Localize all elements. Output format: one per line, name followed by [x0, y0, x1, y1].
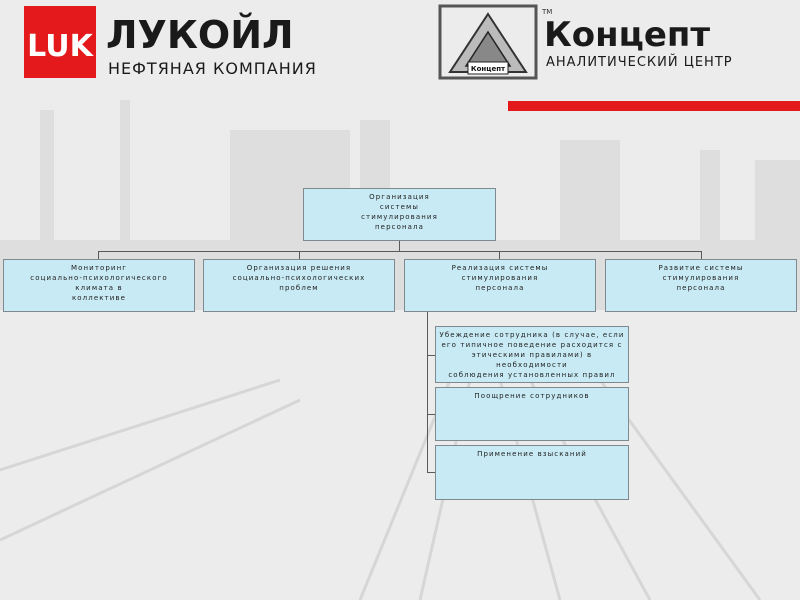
root-line: системы [304, 202, 495, 212]
connector-box3 [499, 251, 500, 259]
lukoil-subtitle: НЕФТЯНАЯ КОМПАНИЯ [108, 59, 317, 78]
level2-line: его типичное поведение расходится с [436, 340, 628, 350]
level1-line: Мониторинг [4, 263, 194, 273]
level1-box-development: Развитие системы стимулирования персонал… [605, 259, 797, 312]
lukoil-emblem-letters: LUK [27, 29, 94, 64]
connector-sub2 [427, 414, 435, 415]
level1-box-problem-solving: Организация решения социально-психологич… [203, 259, 395, 312]
level2-line: этическими правилами) в необходимости [436, 350, 628, 370]
level2-line: соблюдения установленных правил [436, 370, 628, 380]
koncept-emblem-text: Концепт [471, 65, 506, 73]
level1-box-monitoring: Мониторинг социально-психологического кл… [3, 259, 195, 312]
root-line: стимулирования [304, 212, 495, 222]
level2-box-penalties: Применение взысканий [435, 445, 629, 500]
koncept-logo: Концепт TM Концепт АНАЛИТИЧЕСКИЙ ЦЕНТР [438, 4, 783, 84]
level1-line: персонала [405, 283, 595, 293]
connector-vertical-sub [427, 312, 428, 472]
lukoil-logo: LUK ЛУКОЙЛ НЕФТЯНАЯ КОМПАНИЯ [24, 6, 354, 82]
lukoil-name: ЛУКОЙЛ [106, 13, 294, 57]
level1-line: проблем [204, 283, 394, 293]
connector-horizontal [98, 251, 701, 252]
lukoil-emblem-icon: LUK ЛУКОЙЛ НЕФТЯНАЯ КОМПАНИЯ [24, 6, 354, 78]
level1-line: социально-психологического [4, 273, 194, 283]
connector-root-down [399, 241, 400, 251]
level1-box-implementation: Реализация системы стимулирования персон… [404, 259, 596, 312]
level2-line: Убеждение сотрудника (в случае, если [436, 330, 628, 340]
connector-box2 [299, 251, 300, 259]
level1-line: Развитие системы [606, 263, 796, 273]
accent-red-bar [508, 101, 800, 111]
root-line: персонала [304, 222, 495, 232]
root-box: Организация системы стимулирования персо… [303, 188, 496, 241]
koncept-emblem-icon: Концепт [440, 6, 536, 78]
level2-line: Поощрение сотрудников [436, 391, 628, 401]
koncept-subtitle: АНАЛИТИЧЕСКИЙ ЦЕНТР [546, 54, 733, 70]
connector-sub1 [427, 355, 435, 356]
level2-box-reward: Поощрение сотрудников [435, 387, 629, 441]
connector-box1 [98, 251, 99, 259]
level1-line: стимулирования [606, 273, 796, 283]
level1-line: социально-психологических [204, 273, 394, 283]
level2-box-persuasion: Убеждение сотрудника (в случае, если его… [435, 326, 629, 383]
connector-box4 [701, 251, 702, 259]
level1-line: стимулирования [405, 273, 595, 283]
level2-line: Применение взысканий [436, 449, 628, 459]
level1-line: Организация решения [204, 263, 394, 273]
connector-sub3 [427, 472, 435, 473]
level1-line: коллективе [4, 293, 194, 303]
level1-line: Реализация системы [405, 263, 595, 273]
koncept-name: Концепт [544, 15, 710, 55]
level1-line: климата в [4, 283, 194, 293]
root-line: Организация [304, 192, 495, 202]
level1-line: персонала [606, 283, 796, 293]
